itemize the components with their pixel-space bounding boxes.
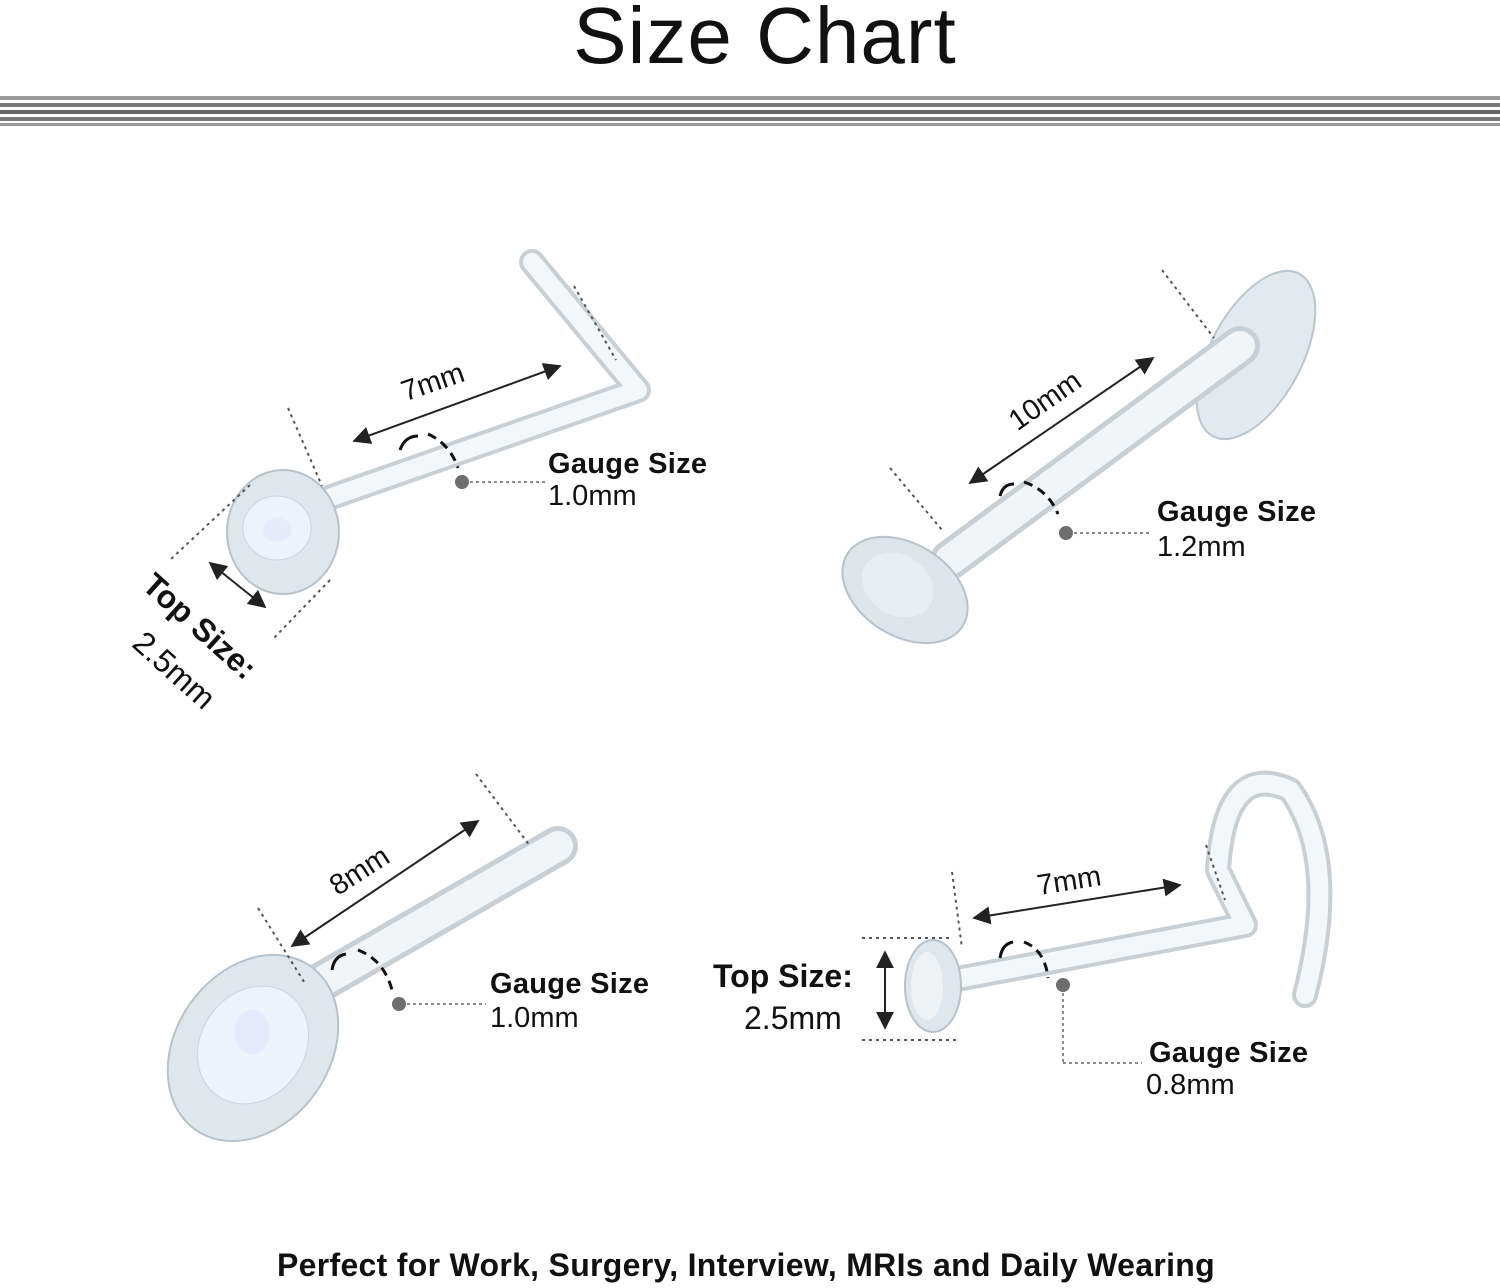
screw-stud-icon [904,770,1333,1033]
straight-stud-dimensions [257,773,531,1011]
straight-stud-icon [166,826,578,1143]
l-shape-stud-icon [226,249,651,595]
gauge-size-label-3: Gauge Size [490,968,650,1000]
footer-caption: Perfect for Work, Surgery, Interview, MR… [277,1247,1215,1283]
page-title: Size Chart [573,0,957,80]
gauge-size-label-1: Gauge Size [548,448,708,480]
gauge-size-label-2: Gauge Size [1157,496,1317,528]
gauge-size-value-3: 1.0mm [490,1002,579,1034]
gauge-size-value-4: 0.8mm [1146,1069,1235,1101]
screw-stud-dimensions [862,844,1226,1064]
bone-stud-icon [841,269,1317,645]
gauge-size-value-1: 1.0mm [548,480,637,512]
gauge-size-label-4: Gauge Size [1149,1037,1309,1069]
top-size-value-4: 2.5mm [744,1000,842,1036]
title-divider [0,96,1500,126]
l-shape-dimensions [169,285,617,641]
bone-stud-dimensions [889,269,1215,540]
top-size-label-4: Top Size: [713,958,853,994]
gauge-size-value-2: 1.2mm [1157,531,1246,563]
